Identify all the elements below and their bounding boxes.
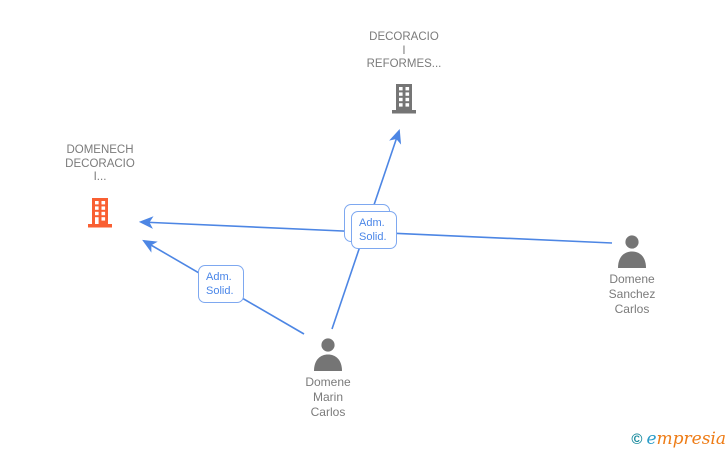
node-company-decoracio-reformes[interactable]: DECORACIO I REFORMES... <box>342 31 466 115</box>
node-label: DOMENECH DECORACIO I... <box>65 144 135 183</box>
company-icon <box>387 81 421 115</box>
node-label: Domene Sanchez Carlos <box>608 272 656 316</box>
node-person-domene-sanchez[interactable]: Domene Sanchez Carlos <box>570 234 694 317</box>
node-company-domenech-decoracio[interactable]: DOMENECH DECORACIO I... <box>38 144 162 229</box>
node-label: Domene Marin Carlos <box>305 375 351 419</box>
brand-text: empresia <box>646 429 726 449</box>
node-label: DECORACIO I REFORMES... <box>366 31 442 70</box>
person-icon <box>310 337 346 371</box>
edge-label-adm-solid-mid[interactable]: Adm. Solid. <box>351 211 397 249</box>
node-person-domene-marin[interactable]: Domene Marin Carlos <box>266 337 390 420</box>
edge-label-adm-solid-left[interactable]: Adm. Solid. <box>198 265 244 303</box>
copyright-icon: © <box>631 431 643 448</box>
person-icon <box>614 234 650 268</box>
empresia-logo[interactable]: © empresia <box>631 429 726 449</box>
company-icon-highlighted <box>83 195 117 229</box>
